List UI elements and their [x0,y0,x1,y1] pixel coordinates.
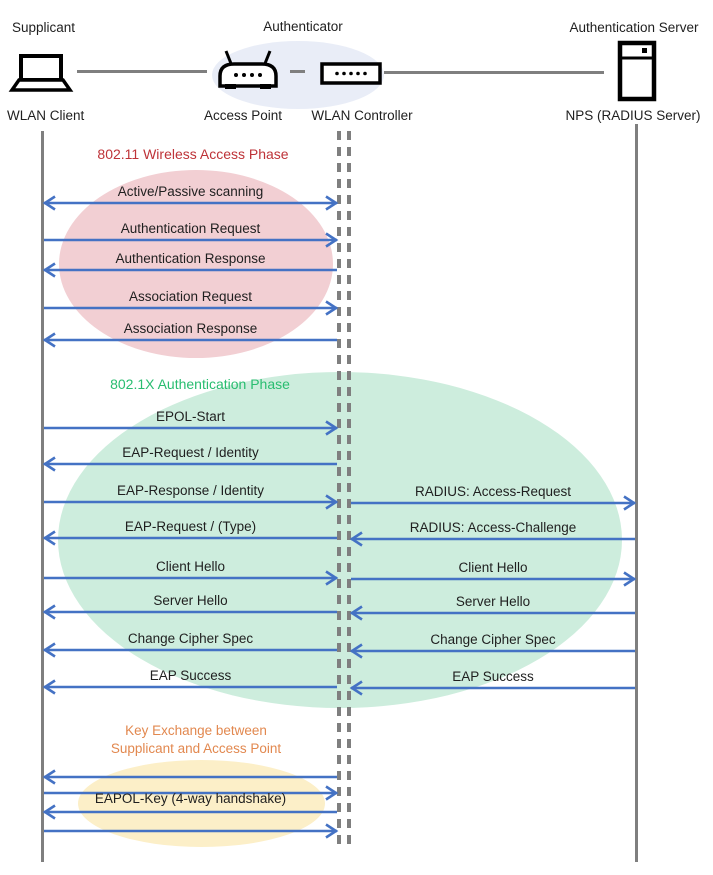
message-arrow [351,571,637,587]
connector-controller-server [384,71,604,74]
connector-ap-controller [290,70,305,73]
phase1-ellipse [59,170,333,358]
message-arrow [44,823,339,839]
message-label: Association Response [123,321,258,336]
message-label: EAP-Request / Identity [122,445,259,460]
message-arrow [42,195,339,211]
access-point-icon [218,50,278,89]
phase3-title-line2: Supplicant and Access Point [110,741,282,756]
message-arrow [349,643,635,659]
message-label: EAPOL-Key (4-way handshake) [94,791,287,806]
message-label: Server Hello [153,593,228,608]
message-arrow [349,531,635,547]
device-wlan-client: WLAN Client [7,108,85,123]
message-arrow [42,530,337,546]
message-label: EAP-Response / Identity [116,483,265,498]
message-label: Association Request [128,289,253,304]
phase3-title-line1: Key Exchange between [125,723,267,738]
message-label: Authentication Response [115,251,266,266]
message-label: EPOL-Start [155,409,226,424]
message-arrow [44,420,339,436]
message-arrow [42,769,337,785]
role-authenticator: Authenticator [263,19,343,34]
message-label: Change Cipher Spec [430,632,556,647]
message-arrow [44,232,339,248]
message-label: RADIUS: Access-Request [414,484,572,499]
phase2-title: 802.1X Authentication Phase [110,376,290,392]
message-label: Authentication Request [120,221,261,236]
message-arrow [44,300,339,316]
message-arrow [44,494,339,510]
message-label: EAP Success [149,668,232,683]
message-arrow [42,332,337,348]
device-nps-radius-server: NPS (RADIUS Server) [565,108,701,123]
lifeline-authenticator-left [337,131,341,851]
phase1-title: 802.11 Wireless Access Phase [97,146,289,162]
message-label: Change Cipher Spec [127,631,254,646]
role-supplicant: Supplicant [12,20,76,35]
message-arrow [42,456,337,472]
lifeline-authenticator-right [347,131,351,851]
message-arrow [42,804,337,820]
message-label: Client Hello [155,559,226,574]
message-label: EAP-Request / (Type) [124,519,257,534]
message-label: Client Hello [458,560,528,575]
laptop-icon [8,54,74,92]
message-label: Server Hello [455,594,531,609]
role-authentication-server: Authentication Server [569,20,699,35]
message-arrow [44,785,339,801]
message-arrow [44,570,339,586]
message-arrow [42,604,337,620]
message-arrow [42,642,337,658]
wlan-controller-icon [320,62,382,85]
message-arrow [42,679,337,695]
connector-client-ap [77,70,207,73]
message-arrow [349,680,635,696]
lifeline-supplicant [41,131,44,862]
device-access-point: Access Point [203,108,283,123]
message-arrow [351,495,637,511]
phase3-title: Key Exchange between Supplicant and Acce… [111,722,281,758]
message-arrow [42,262,337,278]
message-label: RADIUS: Access-Challenge [409,520,577,535]
server-icon [617,40,657,102]
device-wlan-controller: WLAN Controller [311,108,413,123]
message-arrow [349,605,635,621]
message-label: EAP Success [452,669,534,684]
lifeline-auth-server [635,124,638,862]
phase3-ellipse [78,760,325,847]
message-label: Active/Passive scanning [117,184,264,199]
